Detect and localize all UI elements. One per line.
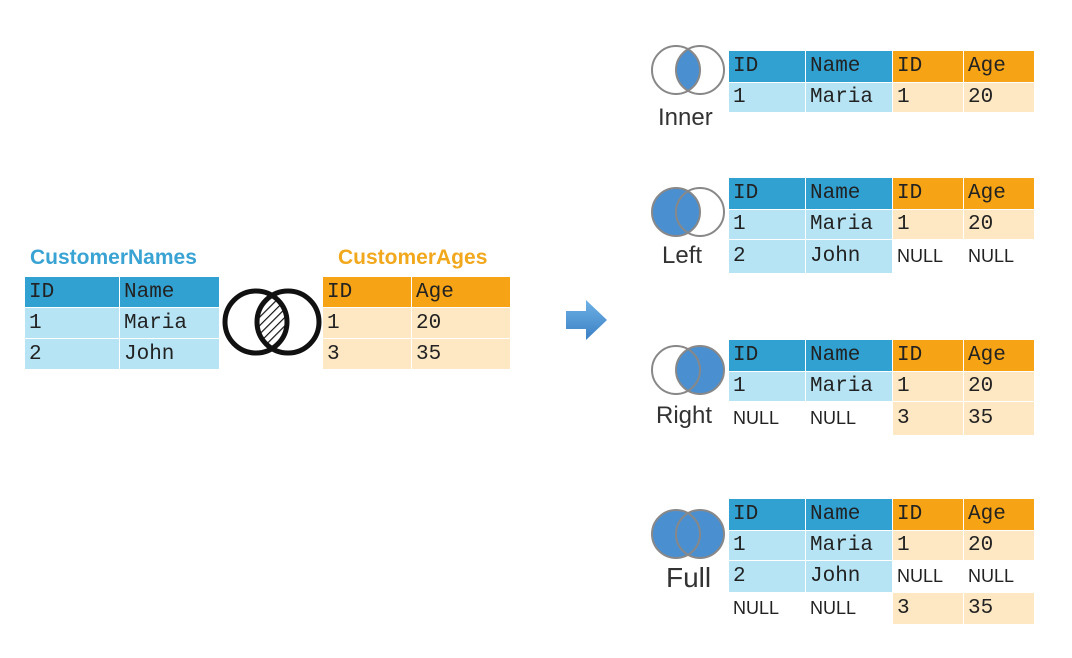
table-header-cell: ID: [24, 276, 120, 308]
table-cell: 1: [892, 530, 964, 561]
venn-inner-icon: [651, 45, 725, 95]
table-row: 1 Maria 1 20: [728, 371, 1035, 402]
table-row: 1 Maria 1 20: [728, 209, 1035, 240]
table-cell: 1: [892, 371, 964, 402]
table-cell: 1: [728, 371, 806, 402]
table-cell: Maria: [805, 82, 893, 113]
table-cell: NULL: [963, 239, 1035, 274]
table-cell: 35: [411, 338, 511, 370]
full-join-table: ID Name ID Age 1 Maria 1 20 2 John NULL …: [728, 498, 1035, 625]
table-cell: 35: [963, 401, 1035, 436]
table-row: 2 John: [24, 338, 220, 370]
table-cell: 1: [728, 82, 806, 113]
table-header-row: ID Name ID Age: [728, 498, 1035, 531]
table-header-cell: ID: [322, 276, 412, 308]
table-cell: NULL: [892, 560, 964, 593]
table-cell: NULL: [805, 401, 893, 436]
venn-full-icon: [651, 509, 725, 559]
table-header-row: ID Name ID Age: [728, 339, 1035, 372]
table-row: 3 35: [322, 338, 511, 370]
table-header-cell: ID: [728, 498, 806, 531]
table-row: 1 Maria 1 20: [728, 530, 1035, 561]
table-cell: 1: [892, 209, 964, 240]
table-cell: 1: [892, 82, 964, 113]
table-header-cell: ID: [728, 339, 806, 372]
left-join-table: ID Name ID Age 1 Maria 1 20 2 John NULL …: [728, 177, 1035, 274]
customer-ages-table: ID Age 1 20 3 35: [322, 276, 511, 370]
table-header-cell: ID: [892, 339, 964, 372]
table-header-cell: ID: [892, 50, 964, 83]
table-row: 1 Maria: [24, 307, 220, 339]
table-cell: Maria: [805, 371, 893, 402]
table-header-cell: Age: [963, 177, 1035, 210]
customer-names-table: ID Name 1 Maria 2 John: [24, 276, 220, 370]
table-cell: 1: [24, 307, 120, 339]
table-cell: Maria: [805, 209, 893, 240]
table-row: NULL NULL 3 35: [728, 592, 1035, 625]
table-header-cell: Name: [805, 177, 893, 210]
table-header-cell: Name: [805, 339, 893, 372]
table-cell: NULL: [805, 592, 893, 625]
table-cell: 1: [728, 209, 806, 240]
table-cell: 3: [322, 338, 412, 370]
table-cell: 20: [963, 371, 1035, 402]
table-cell: 3: [892, 592, 964, 625]
table-cell: 2: [728, 239, 806, 274]
table-cell: NULL: [963, 560, 1035, 593]
table-cell: NULL: [728, 401, 806, 436]
table-header-cell: Age: [963, 50, 1035, 83]
table-header-cell: Name: [805, 50, 893, 83]
table-cell: John: [805, 560, 893, 593]
table-row: 2 John NULL NULL: [728, 560, 1035, 593]
table-header-row: ID Age: [322, 276, 511, 308]
customer-ages-title: CustomerAges: [338, 246, 488, 269]
table-row: 2 John NULL NULL: [728, 239, 1035, 274]
table-row: NULL NULL 3 35: [728, 401, 1035, 436]
venn-left-icon: [651, 187, 725, 237]
table-header-row: ID Name ID Age: [728, 177, 1035, 210]
table-cell: NULL: [728, 592, 806, 625]
table-header-row: ID Name ID Age: [728, 50, 1035, 83]
table-header-cell: ID: [892, 177, 964, 210]
table-cell: Maria: [119, 307, 220, 339]
table-cell: 3: [892, 401, 964, 436]
table-cell: 35: [963, 592, 1035, 625]
table-cell: 2: [728, 560, 806, 593]
customer-names-title: CustomerNames: [30, 246, 197, 269]
table-header-cell: Age: [963, 339, 1035, 372]
table-header-cell: Name: [119, 276, 220, 308]
table-cell: NULL: [892, 239, 964, 274]
venn-intersection-hatched-icon: [222, 288, 322, 356]
table-header-cell: Age: [963, 498, 1035, 531]
table-cell: 1: [322, 307, 412, 339]
inner-join-table: ID Name ID Age 1 Maria 1 20: [728, 50, 1035, 113]
table-header-cell: Age: [411, 276, 511, 308]
full-join-label: Full: [666, 562, 712, 593]
table-row: 1 20: [322, 307, 511, 339]
left-join-label: Left: [662, 242, 703, 269]
table-cell: 1: [728, 530, 806, 561]
table-cell: 20: [963, 530, 1035, 561]
table-header-cell: ID: [892, 498, 964, 531]
inner-join-label: Inner: [658, 104, 713, 131]
right-join-label: Right: [656, 402, 713, 429]
venn-right-icon: [651, 345, 725, 395]
table-header-cell: Name: [805, 498, 893, 531]
table-cell: 2: [24, 338, 120, 370]
table-header-cell: ID: [728, 177, 806, 210]
table-cell: 20: [411, 307, 511, 339]
table-header-row: ID Name: [24, 276, 220, 308]
table-header-cell: ID: [728, 50, 806, 83]
table-row: 1 Maria 1 20: [728, 82, 1035, 113]
table-cell: 20: [963, 82, 1035, 113]
table-cell: 20: [963, 209, 1035, 240]
table-cell: Maria: [805, 530, 893, 561]
table-cell: John: [119, 338, 220, 370]
table-cell: John: [805, 239, 893, 274]
arrow-right-icon: [566, 300, 607, 340]
right-join-table: ID Name ID Age 1 Maria 1 20 NULL NULL 3 …: [728, 339, 1035, 436]
